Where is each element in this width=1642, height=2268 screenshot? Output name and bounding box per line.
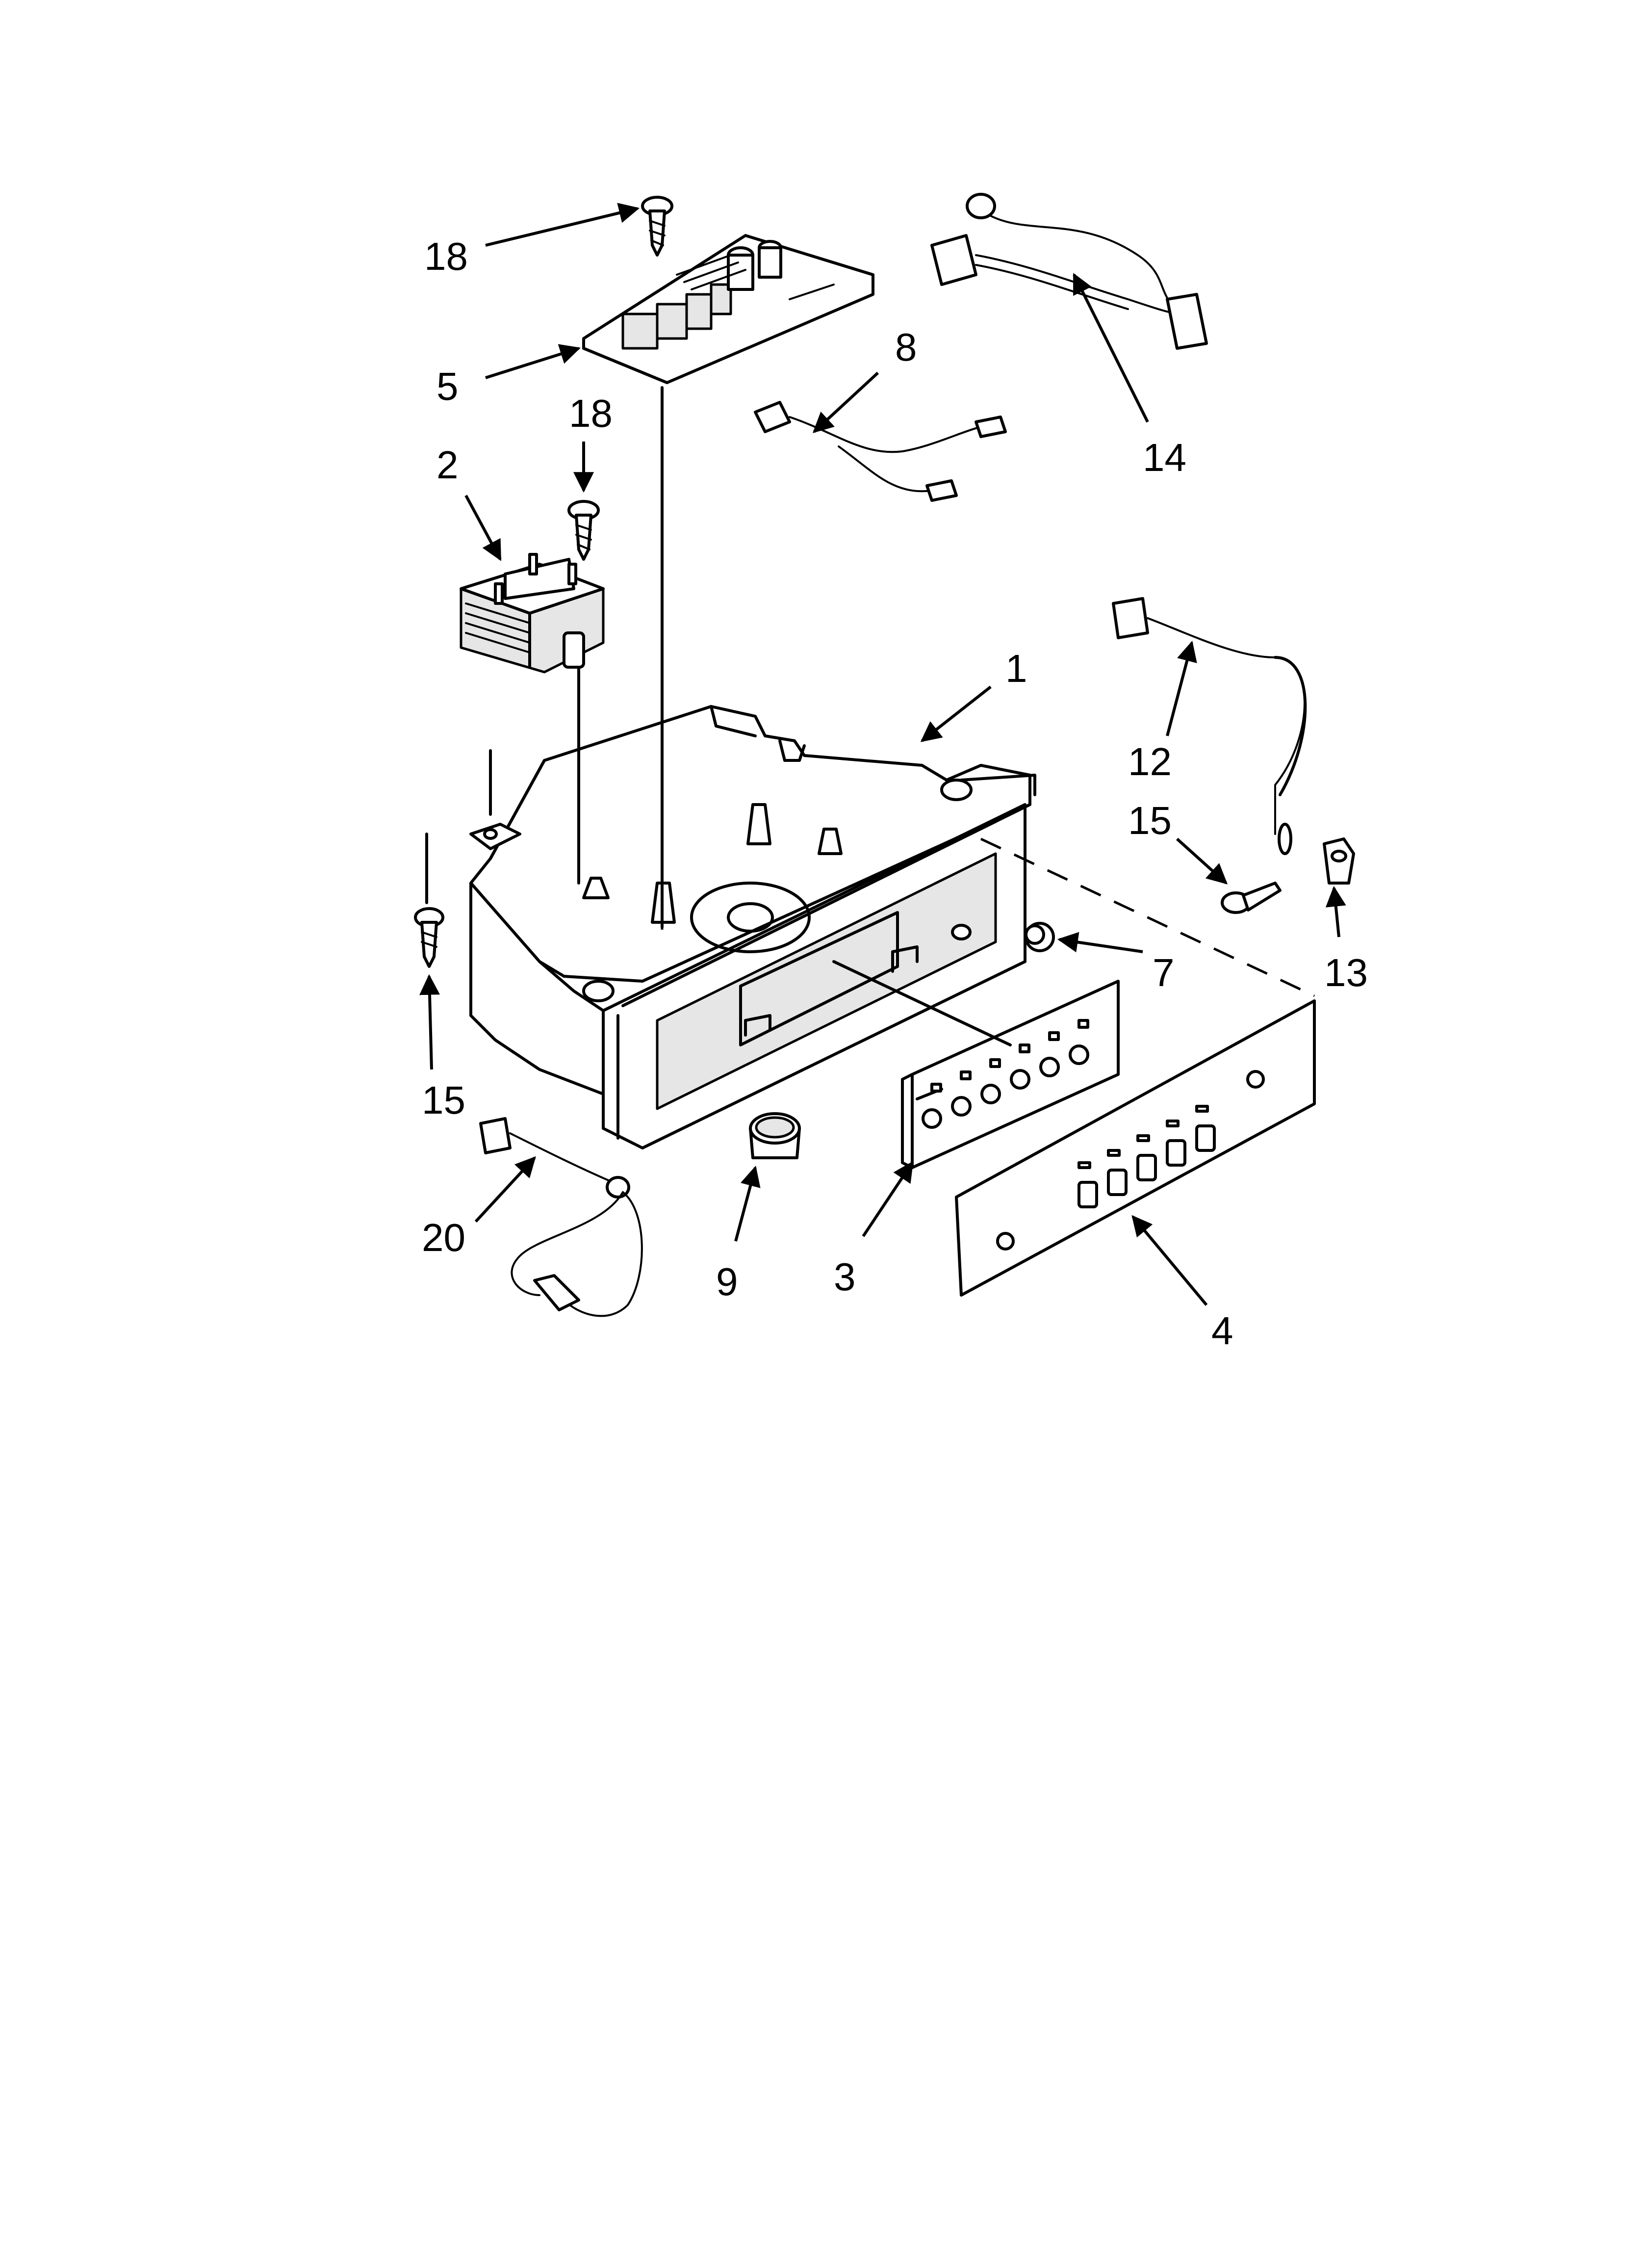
- callout-2: 2: [436, 443, 459, 487]
- plug-9: [749, 1112, 801, 1159]
- wire-harness-14: [930, 193, 1208, 350]
- callout-9: 9: [716, 1260, 738, 1303]
- panel-alignment-line: [980, 837, 1315, 997]
- callout-labels: 18 5 18 2 8 14 1 12 15 13 7 15 20 9 3 4: [422, 235, 1368, 1353]
- callout-14: 14: [1143, 436, 1186, 479]
- transformer-part: [460, 553, 605, 885]
- callout-18-upper: 18: [424, 235, 468, 278]
- callout-20: 20: [422, 1216, 465, 1259]
- control-housing-part: [425, 705, 1036, 1149]
- callout-5: 5: [436, 365, 459, 408]
- callout-12: 12: [1128, 740, 1172, 783]
- leader-lines: [419, 203, 1346, 1306]
- callout-7: 7: [1153, 951, 1175, 994]
- sensor-harness-20: [479, 1117, 643, 1317]
- wire-12: [1112, 597, 1307, 855]
- callout-15-left: 15: [422, 1078, 465, 1122]
- sensor-13: [1323, 837, 1355, 885]
- screw-part-upper: [641, 196, 673, 257]
- callout-13: 13: [1324, 951, 1368, 994]
- switch-board-3: [901, 980, 1120, 1169]
- overlay-panel-4: [955, 999, 1316, 1297]
- switch-board-leader: [832, 960, 1012, 1046]
- bushing-7: [1025, 922, 1055, 952]
- callout-1: 1: [1005, 647, 1027, 690]
- callout-4: 4: [1211, 1309, 1233, 1353]
- wire-harness-8: [754, 401, 1007, 502]
- callout-15-right: 15: [1128, 799, 1172, 842]
- callout-8: 8: [895, 325, 917, 369]
- screw-part-lower: [567, 500, 600, 561]
- screw-part-left: [414, 907, 444, 968]
- screw-part-right: [1221, 882, 1282, 914]
- callout-18-lower: 18: [569, 391, 613, 435]
- callout-3: 3: [834, 1255, 856, 1299]
